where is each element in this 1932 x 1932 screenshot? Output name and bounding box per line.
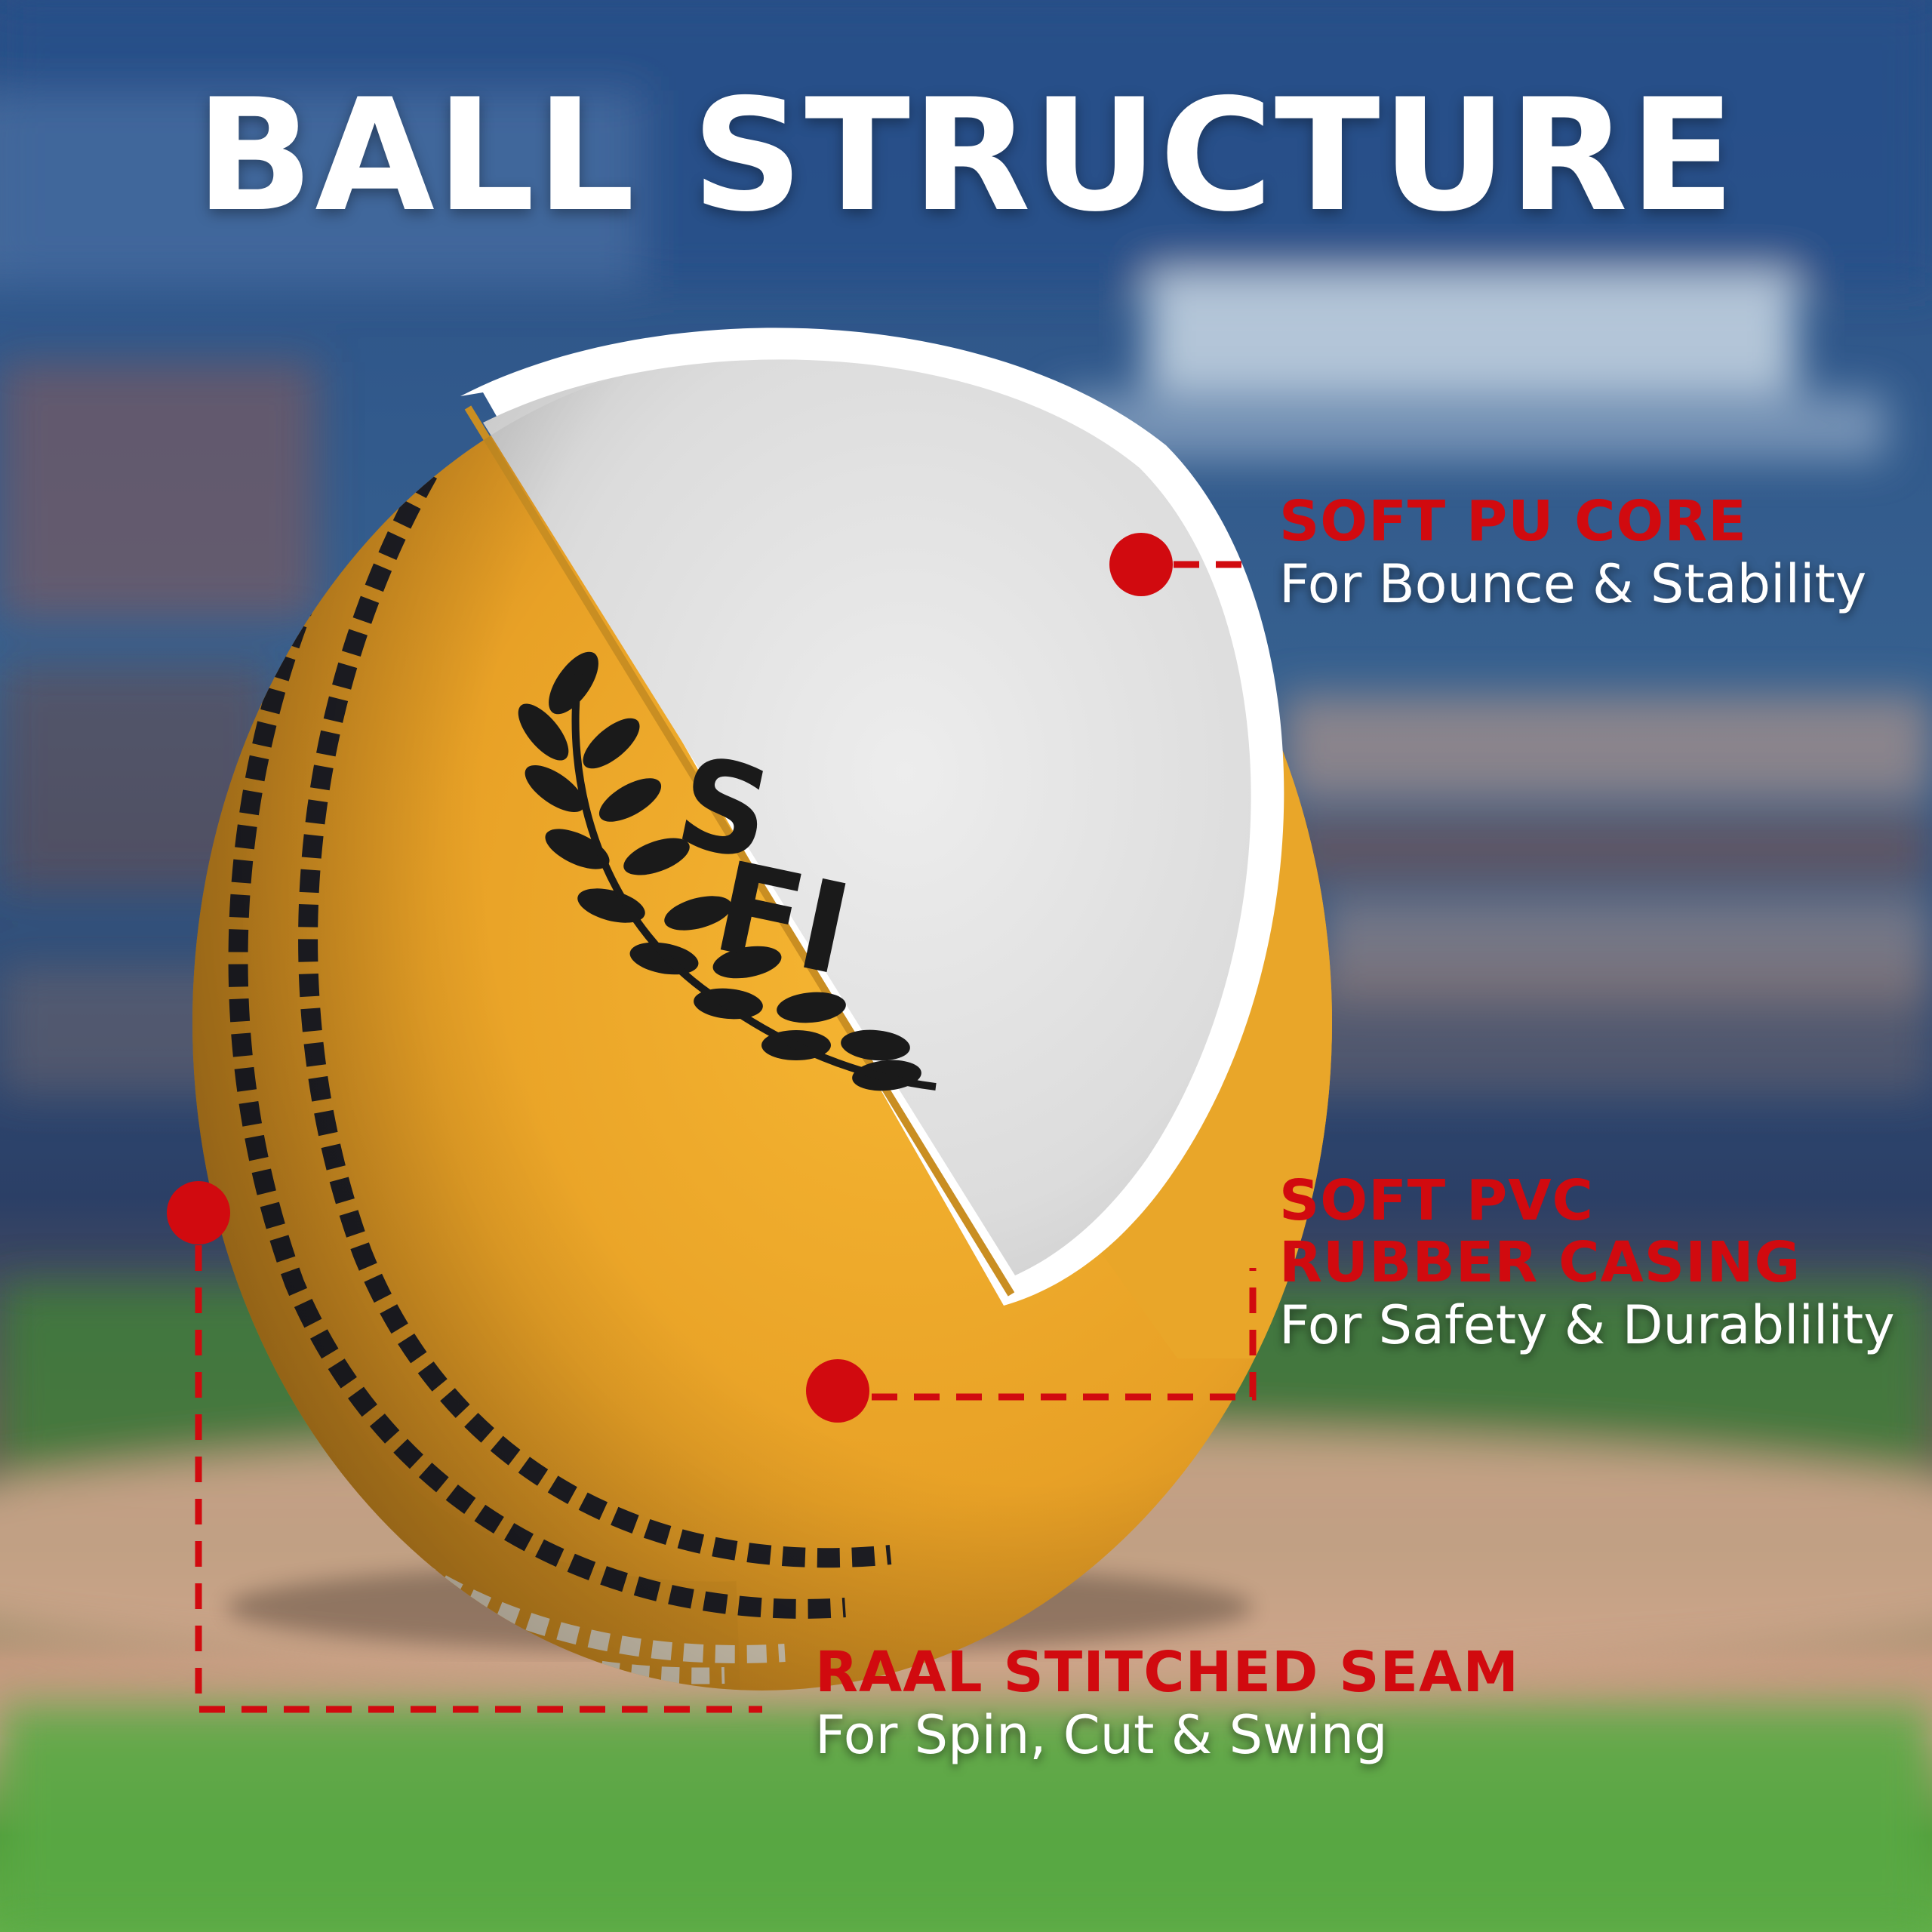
callout-casing-title-line-1: SOFT PVC bbox=[1279, 1168, 1594, 1233]
callout-core-title: SOFT PU CORE bbox=[1279, 489, 1747, 554]
casing-marker bbox=[806, 1359, 869, 1423]
callout-casing-desc: For Safety & Durablility bbox=[1279, 1294, 1895, 1356]
callout-seam-desc: For Spin, Cut & Swing bbox=[815, 1704, 1388, 1766]
callout-casing-title-line-2: RUBBER CASING bbox=[1279, 1230, 1801, 1295]
callout-casing: SOFT PVC RUBBER CASING For Safety & Dura… bbox=[1279, 1170, 1895, 1357]
laurel-logo bbox=[518, 651, 937, 1091]
callout-core-desc: For Bounce & Stability bbox=[1279, 553, 1867, 615]
callout-seam-title: RAAL STITCHED SEAM bbox=[815, 1640, 1519, 1705]
callout-seam: RAAL STITCHED SEAM For Spin, Cut & Swing bbox=[815, 1641, 1519, 1767]
page-title: BALL STRUCTURE bbox=[195, 66, 1737, 246]
core-marker bbox=[1109, 533, 1173, 596]
seam-marker bbox=[167, 1181, 230, 1244]
callout-core: SOFT PU CORE For Bounce & Stability bbox=[1279, 491, 1866, 616]
callout-leaders bbox=[167, 533, 1257, 1713]
svg-text:FI: FI bbox=[703, 834, 862, 1003]
